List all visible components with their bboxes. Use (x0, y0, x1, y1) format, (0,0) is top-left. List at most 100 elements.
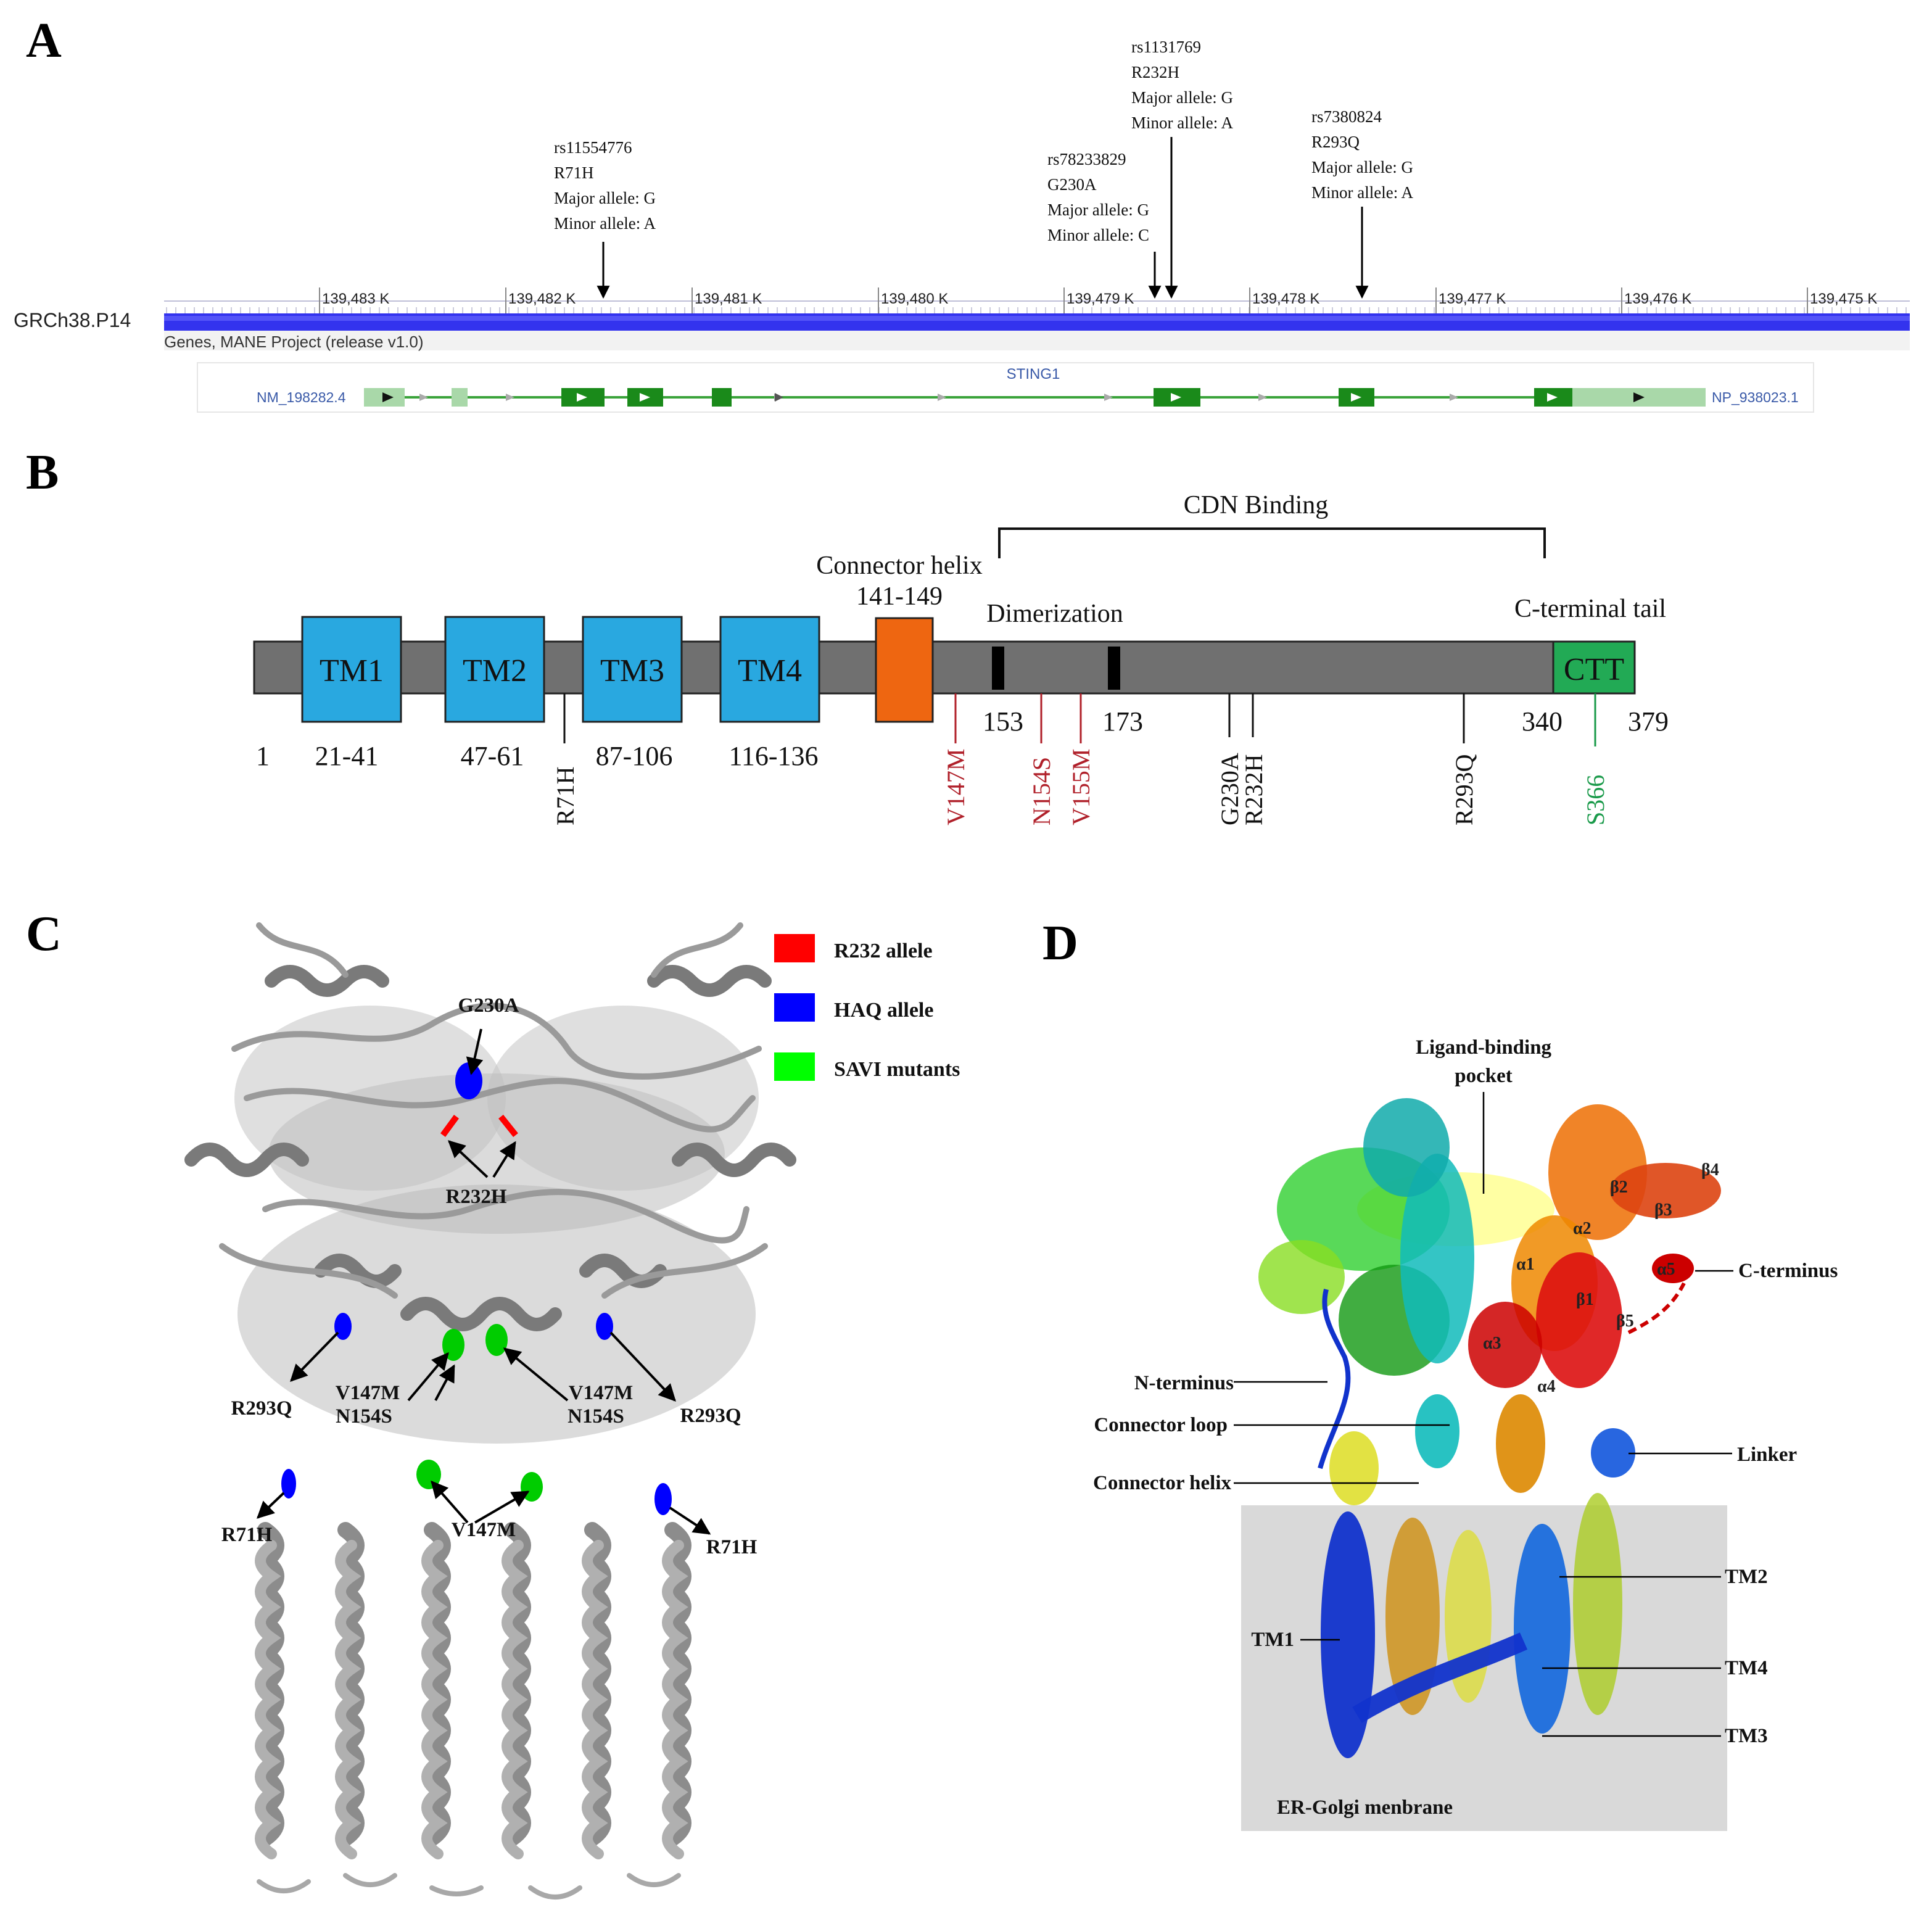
ss-a1: α1 (1516, 1255, 1535, 1274)
residue-savi-right (485, 1324, 508, 1356)
legend-label-r232: R232 allele (834, 940, 933, 962)
tm4-domain: TM4 (719, 616, 820, 723)
ctt-label: CTT (1564, 652, 1624, 687)
mut-v155m: V155M (1067, 749, 1095, 825)
protein-id: NP_938023.1 (1712, 389, 1799, 405)
mut-r71h: R71H (551, 766, 579, 825)
ss-b5: β5 (1616, 1312, 1634, 1331)
panel-d: D ER-Golgi menbrane (1042, 916, 1838, 1831)
snp-1-line-4: Minor allele: A (554, 214, 656, 233)
tick-label: 139,483 K (322, 291, 389, 307)
membrane-label: ER-Golgi menbrane (1277, 1796, 1453, 1819)
residue-r71-left (281, 1469, 296, 1498)
pos-start: 1 (256, 741, 270, 771)
label-tm3: TM3 (1725, 1725, 1768, 1747)
dimerization-marker-173 (1108, 647, 1120, 690)
tick-label: 139,476 K (1624, 291, 1691, 307)
label-tm4: TM4 (1725, 1657, 1768, 1679)
tick-label: 139,480 K (881, 291, 948, 307)
tm2-range: 47-61 (461, 741, 524, 771)
label-connector-helix: Connector helix (1093, 1472, 1231, 1494)
panel-b-label: B (26, 445, 59, 500)
ss-b4: β4 (1701, 1160, 1719, 1180)
tick-label: 139,481 K (695, 291, 762, 307)
snp-rs7380824: rs7380824 R293Q Major allele: G Minor al… (1311, 107, 1413, 299)
snp-4-line-3: Major allele: G (1311, 158, 1413, 176)
panel-d-label: D (1042, 916, 1078, 970)
pos-379: 379 (1628, 706, 1669, 737)
snp-2-line-3: Major allele: G (1047, 200, 1149, 219)
ss-a2: α2 (1573, 1219, 1591, 1238)
label-r293q-right: R293Q (680, 1405, 741, 1427)
mut-r293q: R293Q (1450, 754, 1478, 825)
panel-b: B CDN Binding Connector helix 141-149 Di… (26, 445, 1669, 825)
ss-b3: β3 (1654, 1201, 1672, 1220)
legend-label-haq: HAQ allele (834, 999, 933, 1022)
legend-label-savi: SAVI mutants (834, 1058, 960, 1081)
tm-helix-coil (502, 1540, 528, 1859)
label-tm2: TM2 (1725, 1566, 1768, 1588)
snp-rs11554776: rs11554776 R71H Major allele: G Minor al… (554, 138, 656, 299)
snp-rs78233829: rs78233829 G230A Major allele: G Minor a… (1047, 150, 1162, 299)
snp-3-line-3: Major allele: G (1131, 88, 1233, 107)
ruler-major-ticks (319, 287, 1808, 315)
residue-r71-right (654, 1483, 672, 1515)
label-r232h: R232H (446, 1186, 507, 1208)
snp-2-line-1: rs78233829 (1047, 150, 1126, 168)
cdn-binding-label: CDN Binding (1184, 491, 1329, 519)
snp-4-line-1: rs7380824 (1311, 107, 1382, 126)
gene-model (364, 388, 1706, 407)
tm3-label: TM3 (600, 653, 664, 688)
mut-r232h: R232H (1240, 754, 1268, 825)
cdn-binding-bracket (998, 527, 1546, 558)
label-g230a: G230A (458, 994, 519, 1017)
snp-1-line-2: R71H (554, 163, 594, 182)
tick-label: 139,477 K (1439, 291, 1506, 307)
ruler-tick-labels: 139,483 K 139,482 K 139,481 K 139,480 K … (322, 291, 1877, 307)
tick-label: 139,482 K (508, 291, 576, 307)
tm-helix-coil (335, 1540, 361, 1859)
panel-a: A rs11554776 R71H Major allele: G Minor … (14, 14, 1910, 413)
ss-a4: α4 (1537, 1377, 1556, 1396)
exon (712, 388, 732, 407)
panel-a-label: A (26, 14, 62, 68)
tick-label: 139,475 K (1810, 291, 1877, 307)
rainbow-structure (1258, 1098, 1721, 1758)
connector-helix-box (875, 617, 934, 723)
label-ligand-pocket-1: Ligand-binding (1416, 1036, 1552, 1059)
label-v147m-center: V147M (452, 1519, 516, 1541)
legend: R232 allele HAQ allele SAVI mutants (774, 934, 960, 1081)
label-ligand-pocket-2: pocket (1455, 1065, 1513, 1087)
snp-2-line-4: Minor allele: C (1047, 226, 1149, 244)
label-n-terminus: N-terminus (1134, 1372, 1234, 1394)
residue-v147m-left (416, 1460, 441, 1489)
legend-swatch-haq (774, 993, 815, 1022)
tick-label: 139,478 K (1252, 291, 1319, 307)
tm3-range: 87-106 (596, 741, 673, 771)
tm-helix-coil (421, 1540, 448, 1859)
sting-dimer-structure (184, 922, 796, 1899)
panel-c: C R232 allele HAQ allele SAVI mutants (26, 907, 960, 1899)
snp-3-line-1: rs1131769 (1131, 38, 1201, 56)
label-n154s-right: N154S (568, 1405, 624, 1428)
label-tm1: TM1 (1251, 1629, 1294, 1651)
snp-2-line-2: G230A (1047, 175, 1097, 194)
label-c-terminus: C-terminus (1738, 1260, 1838, 1282)
residue-r293-left (334, 1313, 352, 1340)
ctt-domain: CTT (1552, 640, 1636, 695)
mut-g230a: G230A (1216, 753, 1244, 825)
assembly-label: GRCh38.P14 (14, 309, 131, 331)
snp-4-line-4: Minor allele: A (1311, 183, 1413, 202)
tm1-range: 21-41 (315, 741, 379, 771)
transcript-id: NM_198282.4 (257, 389, 346, 405)
residue-r232-right (498, 1114, 518, 1138)
tm-helix-coil (582, 1540, 608, 1859)
snp-1-line-3: Major allele: G (554, 189, 656, 207)
mut-s366: S366 (1582, 775, 1609, 825)
gene-name: STING1 (1007, 366, 1060, 382)
ss-a3: α3 (1483, 1334, 1501, 1353)
snp-1-line-1: rs11554776 (554, 138, 632, 157)
tick-label: 139,479 K (1067, 291, 1134, 307)
tm2-domain: TM2 (444, 616, 545, 723)
label-r71h-left: R71H (221, 1524, 273, 1546)
